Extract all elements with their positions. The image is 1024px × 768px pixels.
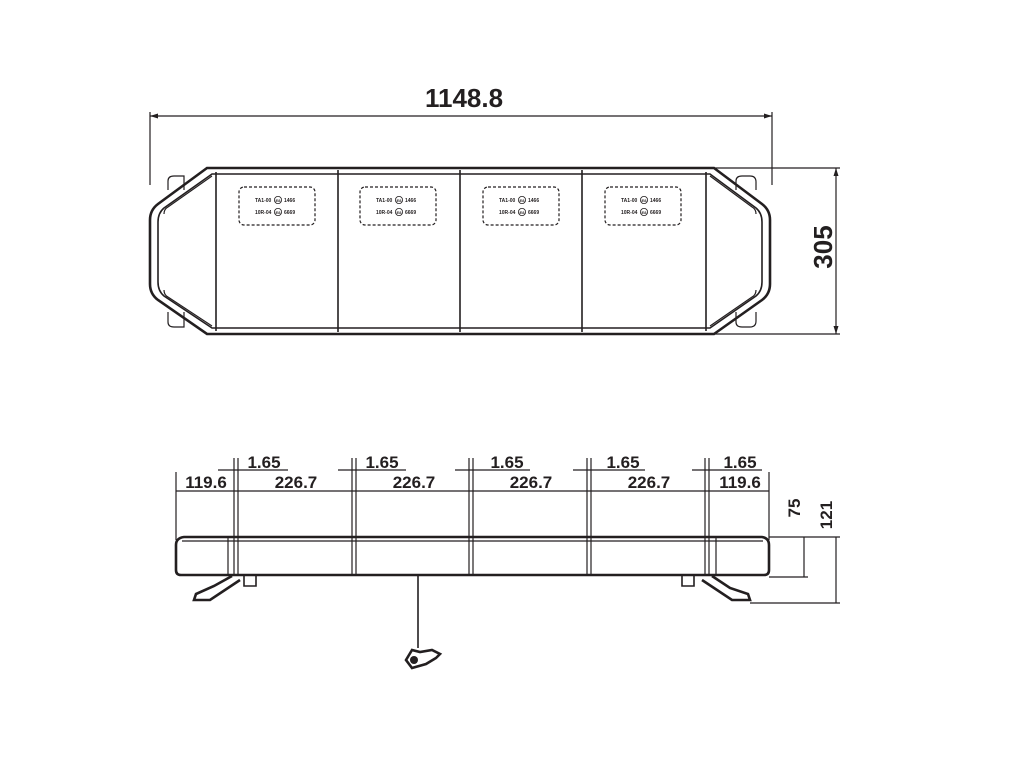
top-view: 1148.8 305 xyxy=(148,83,840,336)
label-mark1: E8 xyxy=(642,198,648,203)
segment-label-1: 119.6 xyxy=(185,473,227,492)
width-dimension: 305 xyxy=(714,167,840,335)
mounting-feet xyxy=(192,574,752,602)
label-line2: 10R-04 xyxy=(255,210,272,216)
label-line2: 10R-04 xyxy=(621,210,638,216)
label-code2: 6669 xyxy=(528,210,539,216)
e-mark-icon xyxy=(518,207,527,216)
module-dividers xyxy=(215,170,707,332)
side-view: 1.65 1.65 1.65 1.65 1.65 119.6 226.7 226… xyxy=(174,453,840,670)
label-code1: 1466 xyxy=(528,198,539,204)
label-mark2: E8 xyxy=(276,210,282,215)
label-code1: 1466 xyxy=(650,198,661,204)
label-line2: 10R-04 xyxy=(376,210,393,216)
height-body-label: 75 xyxy=(785,499,804,518)
label-mark2: E8 xyxy=(397,210,403,215)
e-mark-icon xyxy=(273,207,282,216)
e-mark-icon xyxy=(394,207,403,216)
segment-label-5: 226.7 xyxy=(628,473,671,492)
label-line1: TA1-00 xyxy=(621,198,638,204)
label-code2: 6669 xyxy=(284,210,295,216)
label-code1: 1466 xyxy=(284,198,295,204)
segment-label-2: 226.7 xyxy=(275,473,318,492)
overall-length-label: 1148.8 xyxy=(425,83,503,113)
label-line1: TA1-00 xyxy=(255,198,272,204)
segment-extension-lines xyxy=(175,458,770,575)
e-mark-icon xyxy=(640,195,649,204)
gap-label-2: 1.65 xyxy=(365,453,398,472)
top-body-outline xyxy=(148,166,772,336)
power-cable-plug xyxy=(404,576,443,670)
label-line1: TA1-00 xyxy=(376,198,393,204)
overall-width-label: 305 xyxy=(808,225,838,268)
segment-label-3: 226.7 xyxy=(393,473,436,492)
e-mark-icon xyxy=(273,195,282,204)
e-mark-icon xyxy=(394,195,403,204)
label-mark1: E8 xyxy=(397,198,403,203)
mounting-tabs xyxy=(167,175,757,328)
e-mark-icon xyxy=(640,207,649,216)
side-body-outline xyxy=(174,535,771,577)
label-mark2: E8 xyxy=(520,210,526,215)
label-code2: 6669 xyxy=(405,210,416,216)
label-mark1: E8 xyxy=(520,198,526,203)
gap-label-4: 1.65 xyxy=(606,453,639,472)
label-code2: 6669 xyxy=(650,210,661,216)
height-total-label: 121 xyxy=(817,501,836,529)
top-body-inner-outline xyxy=(157,173,763,329)
gap-label-5: 1.65 xyxy=(723,453,756,472)
height-dimensions: 75 121 xyxy=(750,499,840,604)
segment-label-4: 226.7 xyxy=(510,473,553,492)
gap-label-1: 1.65 xyxy=(247,453,280,472)
label-line2: 10R-04 xyxy=(499,210,516,216)
gap-label-3: 1.65 xyxy=(490,453,523,472)
e-mark-icon xyxy=(518,195,527,204)
label-code1: 1466 xyxy=(405,198,416,204)
label-line1: TA1-00 xyxy=(499,198,516,204)
label-mark1: E8 xyxy=(276,198,282,203)
label-mark2: E8 xyxy=(642,210,648,215)
length-dimension: 1148.8 xyxy=(149,83,773,185)
segment-label-6: 119.6 xyxy=(719,473,761,492)
